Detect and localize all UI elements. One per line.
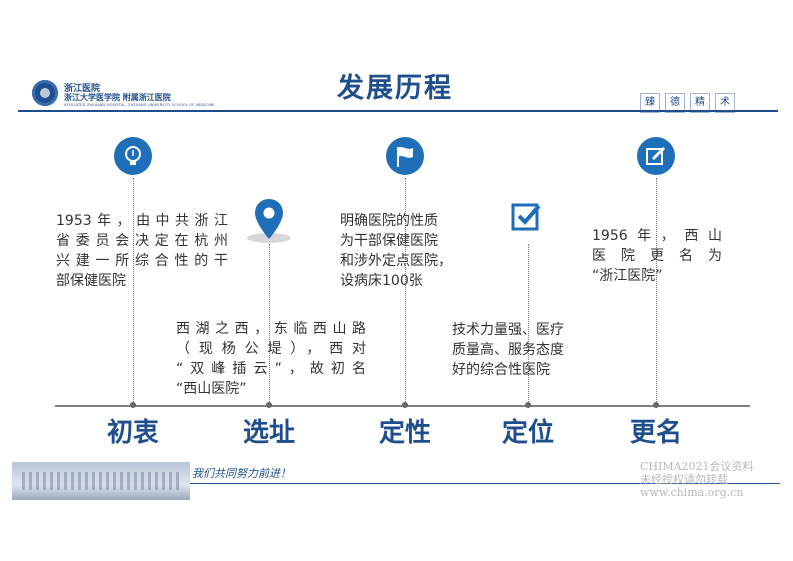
- desc-line: 兴建一所综合性的干: [56, 253, 228, 269]
- desc-line: 为干部保健医院: [340, 233, 438, 249]
- stage-label-positioning: 定位: [501, 418, 554, 448]
- watermark: CHIMA2021会议资料 未经授权请勿转载 www.chima.org.cn: [640, 460, 790, 499]
- watermark-line: www.chima.org.cn: [640, 486, 744, 499]
- motto-char: 术: [715, 93, 735, 113]
- stage-description-site: 西湖之西，东临西山路 （现杨公堤），西对 “双峰插云”，故初名 “西山医院”: [176, 319, 366, 399]
- timeline-stem: [133, 178, 134, 404]
- timeline-dot: [402, 402, 408, 408]
- timeline-dot: [525, 402, 531, 408]
- logo-name-line1: 浙江医院: [64, 84, 101, 94]
- hospital-motto: 臻德精术: [640, 90, 740, 113]
- page-title: 发展历程: [337, 73, 453, 104]
- desc-line: “浙江医院”: [592, 268, 663, 284]
- desc-line: 质量高、服务态度: [452, 342, 564, 358]
- hospital-building-image: [12, 462, 190, 500]
- desc-line: 1953年，由中共浙江: [56, 213, 228, 229]
- motto-char: 德: [665, 93, 685, 113]
- footer-slogan: 我们共同努力前进！: [192, 467, 291, 480]
- stage-label-nature: 定性: [378, 418, 431, 448]
- desc-line: 明确医院的性质: [340, 213, 438, 229]
- desc-line: 技术力量强、医疗: [452, 322, 564, 338]
- timeline-stem: [269, 244, 270, 404]
- stage-description-nature: 明确医院的性质 为干部保健医院 和涉外定点医院， 设病床100张: [340, 211, 480, 291]
- desc-line: 1956年，西山: [592, 228, 722, 244]
- timeline-stem: [656, 178, 657, 404]
- desc-line: 好的综合性医院: [452, 362, 550, 378]
- hospital-logo: 浙江医院 浙江大学医学院 附属浙江医院 AFFILIATED ZHEJIANG …: [32, 80, 215, 108]
- desc-line: “双峰插云”，故初名: [176, 361, 366, 377]
- footer-divider: [190, 483, 780, 484]
- lightbulb-icon: [114, 137, 152, 175]
- timeline-stem: [405, 178, 406, 404]
- stage-description-positioning: 技术力量强、医疗 质量高、服务态度 好的综合性医院: [452, 320, 607, 380]
- logo-name-line2: 浙江大学医学院 附属浙江医院: [64, 92, 171, 102]
- timeline-dot: [653, 402, 659, 408]
- desc-line: 设病床100张: [340, 273, 423, 289]
- hospital-seal-icon: [32, 80, 58, 106]
- stage-description-rename: 1956年，西山 医院更名为 “浙江医院”: [592, 226, 722, 286]
- desc-line: （现杨公堤），西对: [176, 341, 366, 357]
- motto-char: 精: [690, 93, 710, 113]
- timeline-dot: [266, 402, 272, 408]
- desc-line: 省委员会决定在杭州: [56, 233, 228, 249]
- checkbox-icon: [510, 199, 544, 237]
- desc-line: 部保健医院: [56, 273, 126, 289]
- timeline-dot: [130, 402, 136, 408]
- logo-english-name: AFFILIATED ZHEJIANG HOSPITAL, ZHEJIANG U…: [64, 103, 215, 107]
- stage-label-rename: 更名: [629, 418, 682, 448]
- timeline-stem: [528, 244, 529, 404]
- watermark-line: 未经授权请勿转载: [640, 473, 728, 486]
- stage-description-origin: 1953年，由中共浙江 省委员会决定在杭州 兴建一所综合性的干 部保健医院: [56, 211, 228, 291]
- desc-line: 和涉外定点医院，: [340, 253, 452, 269]
- desc-line: “西山医院”: [176, 381, 247, 397]
- motto-char: 臻: [640, 93, 660, 113]
- edit-icon: [637, 137, 675, 175]
- stage-label-site: 选址: [242, 418, 295, 448]
- watermark-line: CHIMA2021会议资料: [640, 460, 754, 473]
- stage-label-origin: 初衷: [106, 418, 159, 448]
- desc-line: 西湖之西，东临西山路: [176, 321, 366, 337]
- map-pin-icon: [254, 198, 284, 244]
- header-divider: [18, 110, 778, 112]
- desc-line: 医院更名为: [592, 248, 722, 264]
- flag-icon: [386, 137, 424, 175]
